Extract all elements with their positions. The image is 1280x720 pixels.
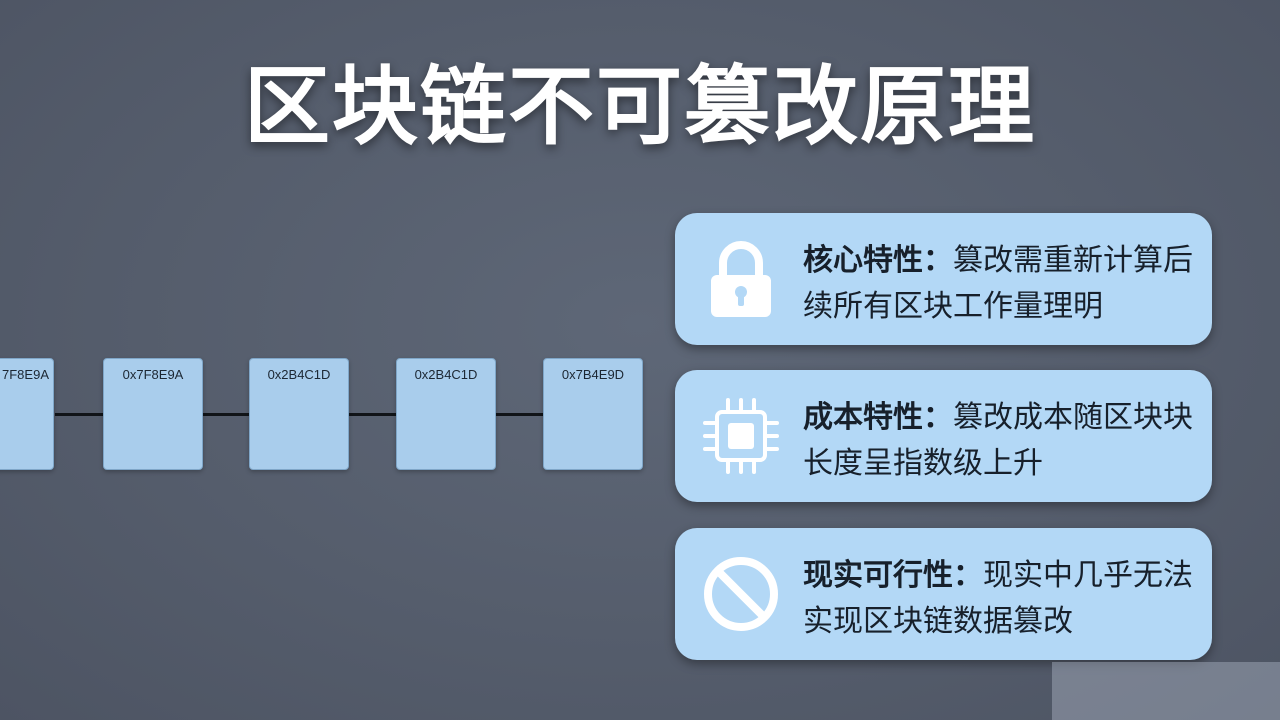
chain-link [349, 413, 396, 416]
card-heading: 成本特性： [803, 400, 953, 435]
watermark [1052, 662, 1280, 720]
card-body: 现实中几乎无法实现区块链数据篡改 [803, 558, 1193, 639]
block-hash: 0x2B4C1D [267, 367, 331, 382]
card-text: 现实可行性：现实中几乎无法实现区块链数据篡改 [803, 553, 1203, 645]
blockchain-diagram: 7F8E9A 0x7F8E9A 0x2B4C1D 0x2B4C1D 0x7B4E… [0, 358, 643, 470]
block-hash: 0x7F8E9A [122, 367, 184, 382]
page-title: 区块链不可篡改原理 [244, 57, 1036, 157]
block-hash: 0x7B4E9D [561, 367, 625, 382]
card-text: 成本特性：篡改成本随区块块长度呈指数级上升 [803, 395, 1203, 487]
block-hash: 7F8E9A [2, 367, 49, 382]
block: 0x7B4E9D [543, 358, 643, 470]
prohibited-icon [704, 557, 778, 631]
card-body: 篡改成本随区块块长度呈指数级上升 [803, 400, 1193, 481]
block: 7F8E9A [0, 358, 54, 470]
block: 0x2B4C1D [249, 358, 349, 470]
feature-card-core: 核心特性：篡改需重新计算后续所有区块工作量理明 [675, 213, 1212, 345]
block-hash: 0x2B4C1D [414, 367, 478, 382]
card-heading: 核心特性： [803, 243, 953, 278]
card-body: 篡改需重新计算后续所有区块工作量理明 [803, 243, 1193, 324]
lock-icon [711, 241, 771, 317]
chain-link [203, 413, 249, 416]
feature-card-feasibility: 现实可行性：现实中几乎无法实现区块链数据篡改 [675, 528, 1212, 660]
chain-link [55, 413, 103, 416]
block: 0x2B4C1D [396, 358, 496, 470]
card-text: 核心特性：篡改需重新计算后续所有区块工作量理明 [803, 238, 1203, 330]
feature-card-cost: 成本特性：篡改成本随区块块长度呈指数级上升 [675, 370, 1212, 502]
card-heading: 现实可行性： [803, 558, 983, 593]
chip-icon [703, 398, 779, 474]
chain-link [496, 413, 543, 416]
block: 0x7F8E9A [103, 358, 203, 470]
